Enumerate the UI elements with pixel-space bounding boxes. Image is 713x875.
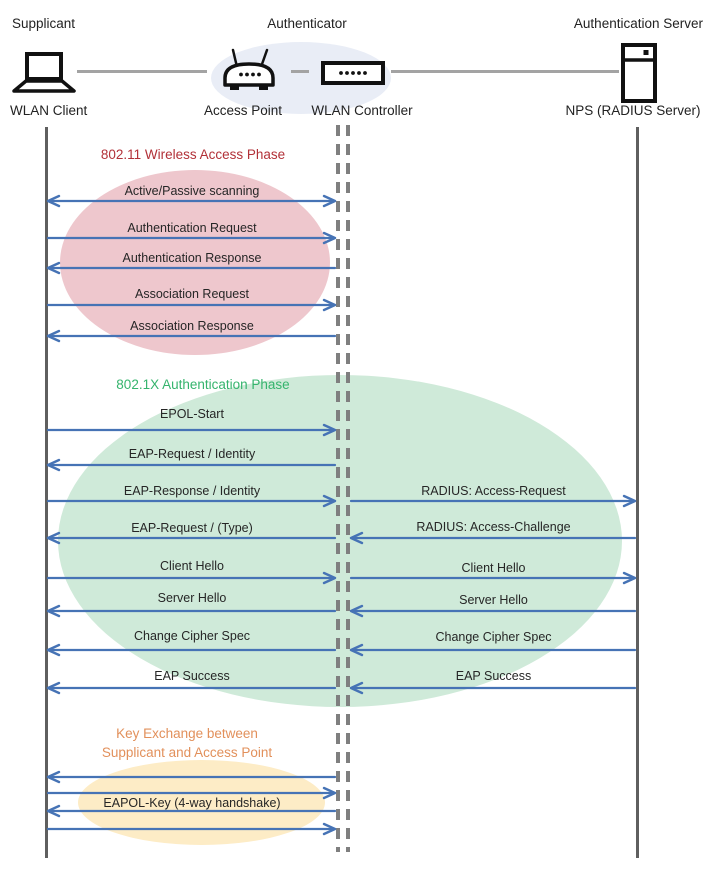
message-arrow [46, 643, 337, 657]
message-arrow [46, 604, 337, 618]
message-arrow [46, 423, 337, 437]
message-label: Authentication Request [127, 221, 257, 235]
device-label-wlan-controller: WLAN Controller [311, 103, 413, 118]
lifeline-wlan-controller-left [336, 125, 340, 852]
message-arrow [46, 770, 337, 784]
server-icon [621, 43, 657, 103]
role-label-supplicant: Supplicant [12, 16, 76, 31]
message-label: Server Hello [459, 593, 528, 607]
message-arrow [46, 261, 337, 275]
message-label: Association Request [135, 287, 249, 301]
laptop-icon [12, 52, 76, 93]
message-label: Active/Passive scanning [124, 184, 260, 198]
message-arrow [46, 231, 337, 245]
phase-title-key-exchange-line2: Supplicant and Access Point [101, 745, 273, 760]
role-label-authenticator: Authenticator [267, 16, 347, 31]
message-arrow [46, 804, 337, 818]
message-arrow [46, 494, 337, 508]
message-label: Server Hello [157, 591, 227, 605]
message-label: EAP Success [455, 669, 532, 683]
message-label: EAP-Response / Identity [123, 484, 261, 498]
lifeline-nps-server [636, 127, 639, 858]
message-label: EAP-Request / Identity [128, 447, 256, 461]
phase-key-exchange-ellipse [78, 760, 325, 845]
message-label: Change Cipher Spec [435, 630, 552, 644]
device-label-nps-radius-server: NPS (RADIUS Server) [565, 103, 701, 118]
message-label: EAP-Request / (Type) [131, 521, 253, 535]
message-label: Change Cipher Spec [133, 629, 251, 643]
phase-title-authentication: 802.1X Authentication Phase [116, 377, 290, 392]
lifeline-wlan-controller-right [346, 125, 350, 852]
connector-line-client-ap [77, 70, 207, 73]
message-label: EAP Success [154, 669, 230, 683]
message-arrow [46, 822, 337, 836]
message-label: Client Hello [160, 559, 224, 573]
message-arrow [349, 571, 637, 585]
phase-title-wireless-access: 802.11 Wireless Access Phase [100, 147, 286, 162]
message-arrow [46, 329, 337, 343]
role-label-authentication-server: Authentication Server [573, 16, 703, 31]
message-arrow [46, 531, 337, 545]
message-arrow [46, 681, 337, 695]
device-label-access-point: Access Point [203, 103, 283, 118]
message-arrow [46, 786, 337, 800]
message-arrow [349, 494, 637, 508]
connector-line-controller-server [391, 70, 619, 73]
message-arrow [46, 298, 337, 312]
message-arrow [349, 604, 637, 618]
message-arrow [349, 643, 637, 657]
message-arrow [46, 194, 337, 208]
message-arrow [46, 458, 337, 472]
message-label: Association Response [130, 319, 254, 333]
wlan-controller-icon [321, 61, 385, 85]
message-label: Authentication Response [122, 251, 262, 265]
message-arrow [349, 681, 637, 695]
message-label: EAPOL-Key (4-way handshake) [103, 796, 281, 810]
lifeline-wlan-client [45, 127, 48, 858]
message-label: RADIUS: Access-Challenge [416, 520, 571, 534]
device-label-wlan-client: WLAN Client [10, 103, 88, 118]
access-point-icon [223, 48, 275, 90]
message-label: EPOL-Start [160, 407, 224, 421]
message-arrow [46, 571, 337, 585]
connector-line-ap-controller [291, 70, 309, 73]
message-label: RADIUS: Access-Request [421, 484, 566, 498]
message-label: Client Hello [461, 561, 526, 575]
phase-title-key-exchange-line1: Key Exchange between [116, 726, 258, 741]
message-arrow [349, 531, 637, 545]
